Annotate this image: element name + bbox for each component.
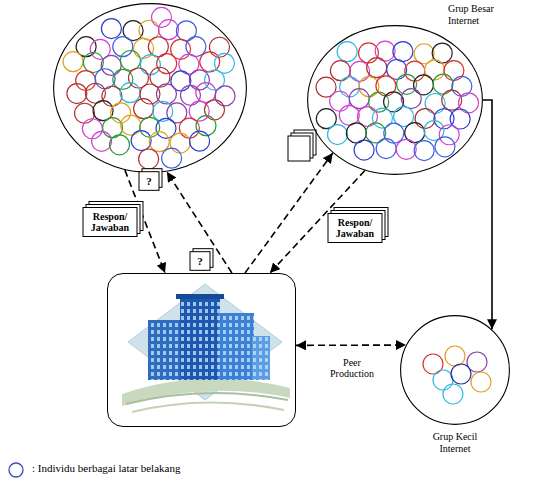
individual-circle (149, 132, 169, 152)
document-icon (190, 249, 213, 271)
document-label: ? (193, 255, 207, 268)
individual-circle (354, 140, 374, 160)
individual-circle (189, 70, 209, 90)
individual-circle (376, 139, 396, 159)
individual-circle (120, 83, 140, 103)
document-icon (139, 169, 162, 191)
blank-document-icon (288, 130, 316, 161)
individual-circle (459, 93, 479, 113)
organization-box (107, 273, 296, 427)
individual-circle (76, 71, 96, 91)
individual-circle (170, 133, 190, 153)
individual-circle (433, 74, 453, 94)
crowd-ellipse: Grup Besar Internet (307, 25, 483, 175)
individual-circle (401, 89, 421, 109)
individual-circle (134, 38, 154, 58)
ellipse-outline (400, 315, 510, 425)
document-page (83, 208, 137, 237)
individual-circle (445, 346, 465, 366)
individual-circle (443, 384, 463, 404)
individual-circles (63, 7, 491, 404)
connector-arrow (245, 153, 333, 273)
individual-circle (433, 370, 453, 390)
legend-text: : Individu berbagai latar belakang (32, 462, 180, 474)
individual-circle (384, 123, 404, 143)
individual-circle (152, 7, 172, 27)
individual-circle (367, 58, 387, 78)
individual-circle (180, 85, 200, 105)
individual-circle (366, 123, 386, 143)
ellipse-outline (401, 316, 510, 425)
individual-circle (82, 119, 102, 139)
individual-circle (92, 131, 112, 151)
individual-circle (156, 84, 176, 104)
connector-arrow (167, 172, 232, 273)
ellipse-outline (53, 3, 247, 173)
edge-label: Respon/ Jawaban (86, 211, 134, 234)
individual-circle (414, 75, 434, 95)
individual-circle (140, 55, 160, 75)
individual-circle (471, 372, 491, 392)
individual-circle (134, 99, 154, 119)
individual-circle (101, 55, 121, 75)
group-label: Grup Kecil Internet (420, 431, 490, 454)
individual-circle (75, 103, 95, 123)
individual-circle (111, 103, 131, 123)
document-icon (328, 208, 388, 243)
individual-circle (327, 125, 347, 145)
individual-circle (396, 139, 416, 159)
individual-circle (190, 131, 210, 151)
individual-circle (439, 125, 459, 145)
individual-circle (451, 364, 471, 384)
legend-sample-circle (9, 463, 23, 477)
connector-arrow (296, 344, 406, 346)
individual-circle (63, 52, 83, 72)
ellipse-outline (308, 26, 483, 175)
individual-circle (204, 100, 224, 120)
individual-circle (444, 61, 464, 81)
small-group-circle: Grup Kecil Internet (400, 315, 510, 425)
individual-circle (393, 42, 413, 62)
building-icon (122, 284, 290, 412)
edge-label: Peer Production (322, 357, 382, 380)
individual-circle (414, 141, 434, 161)
ellipse-outline (307, 25, 483, 175)
edge-label: Respon/ Jawaban (331, 217, 379, 240)
individual-circle (337, 42, 357, 62)
individual-circle (131, 131, 151, 151)
individual-circle (101, 19, 121, 39)
individual-circle (186, 37, 206, 57)
ellipse-outline (54, 4, 247, 173)
edge-label: ? (142, 175, 156, 188)
individual-circle (162, 148, 182, 168)
connector-arrow (483, 100, 492, 329)
individual-circle (376, 76, 396, 96)
document-page (139, 172, 159, 191)
group-label: Grup Besar Internet (448, 3, 512, 26)
crowd-ellipse (53, 3, 247, 173)
individual-circle (425, 60, 445, 80)
individual-circle (330, 91, 350, 111)
individual-circle (157, 54, 177, 74)
individual-circle (139, 149, 159, 169)
individual-circle (176, 21, 196, 41)
individual-circle (110, 135, 130, 155)
document-page (328, 214, 382, 243)
document-page (190, 252, 210, 271)
individual-circle (121, 115, 141, 135)
individual-circle (215, 86, 235, 106)
individual-circle (340, 77, 360, 97)
individual-circle (435, 137, 455, 157)
document-icon (83, 202, 143, 237)
individual-circle (67, 84, 87, 104)
individual-circle (140, 117, 160, 137)
